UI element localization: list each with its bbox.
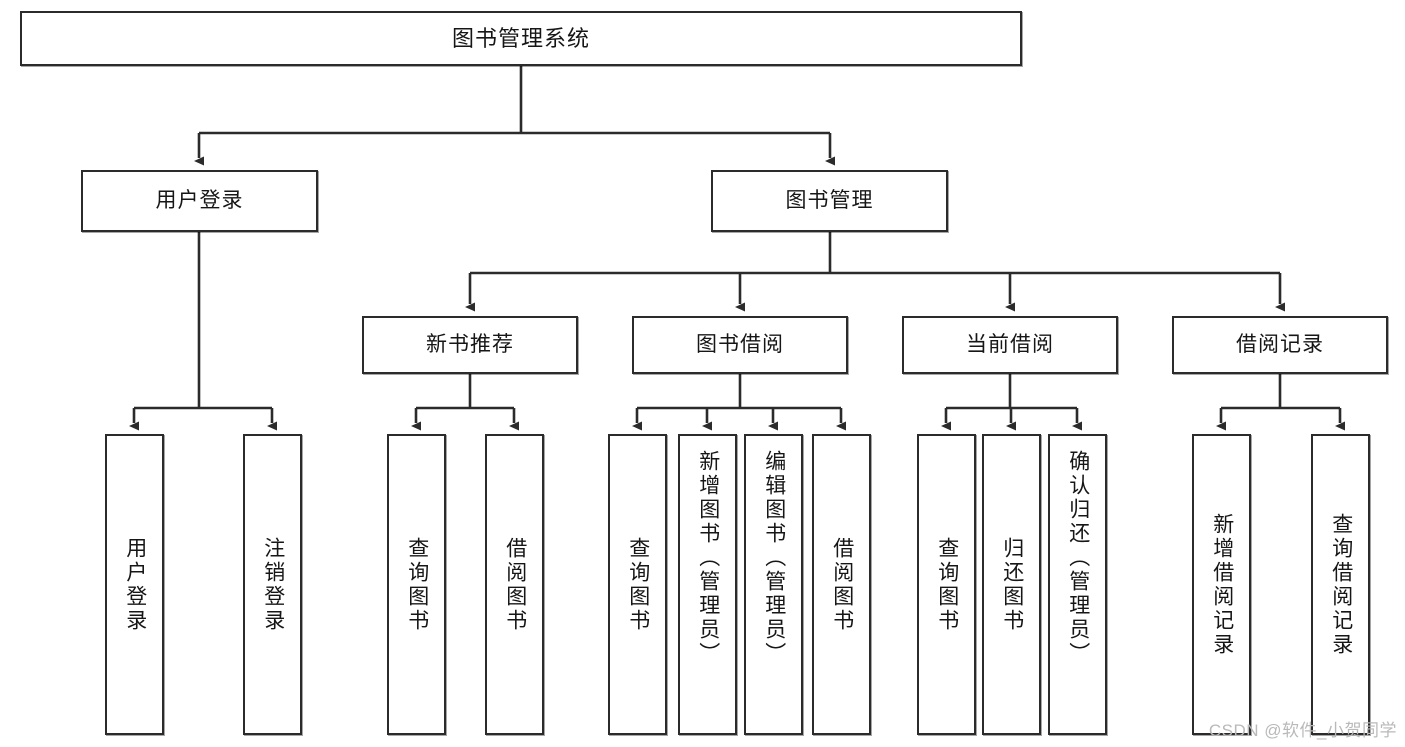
node-book-borrow-label: 图书借阅: [696, 332, 784, 356]
node-leaf-query-borrow-record[interactable]: 查询借阅记录: [1311, 434, 1370, 735]
node-leaf-query-book-current-label: 查询图书: [935, 536, 959, 633]
node-leaf-return-book-label: 归还图书: [1000, 536, 1024, 633]
node-current-borrow[interactable]: 当前借阅: [902, 316, 1118, 374]
node-book-borrow[interactable]: 图书借阅: [632, 316, 848, 374]
node-root[interactable]: 图书管理系统: [20, 11, 1022, 66]
node-leaf-add-book-admin-label: 新增图书（管理员）: [696, 450, 720, 666]
node-leaf-user-login-label: 用户登录: [123, 536, 147, 633]
node-root-label: 图书管理系统: [451, 25, 590, 51]
node-user-login[interactable]: 用户登录: [81, 170, 318, 232]
watermark-text: CSDN @软件_小贺同学: [1208, 721, 1397, 740]
node-leaf-borrow-book-recommend-label: 借阅图书: [503, 536, 527, 633]
node-leaf-logout-login[interactable]: 注销登录: [243, 434, 302, 735]
node-leaf-borrow-book[interactable]: 借阅图书: [812, 434, 871, 735]
node-leaf-query-book-borrow[interactable]: 查询图书: [608, 434, 667, 735]
node-leaf-add-borrow-record-label: 新增借阅记录: [1210, 512, 1234, 657]
node-leaf-confirm-return-admin-label: 确认归还（管理员）: [1066, 450, 1090, 666]
node-leaf-query-book-current[interactable]: 查询图书: [917, 434, 976, 735]
node-leaf-borrow-book-label: 借阅图书: [830, 536, 854, 633]
node-leaf-confirm-return-admin[interactable]: 确认归还（管理员）: [1048, 434, 1107, 735]
node-leaf-return-book[interactable]: 归还图书: [982, 434, 1041, 735]
node-borrow-records-label: 借阅记录: [1236, 332, 1324, 356]
node-new-book-recommend[interactable]: 新书推荐: [362, 316, 578, 374]
node-leaf-user-login[interactable]: 用户登录: [105, 434, 164, 735]
node-user-login-label: 用户登录: [155, 188, 244, 212]
node-leaf-borrow-book-recommend[interactable]: 借阅图书: [485, 434, 544, 735]
node-new-book-recommend-label: 新书推荐: [426, 332, 514, 356]
node-leaf-edit-book-admin[interactable]: 编辑图书（管理员）: [744, 434, 803, 735]
node-leaf-logout-login-label: 注销登录: [261, 536, 285, 633]
node-book-management[interactable]: 图书管理: [711, 170, 948, 232]
node-leaf-query-book-recommend[interactable]: 查询图书: [387, 434, 446, 735]
node-current-borrow-label: 当前借阅: [966, 332, 1054, 356]
node-leaf-query-borrow-record-label: 查询借阅记录: [1329, 512, 1353, 657]
node-book-management-label: 图书管理: [785, 188, 874, 212]
node-leaf-add-borrow-record[interactable]: 新增借阅记录: [1192, 434, 1251, 735]
node-leaf-query-book-borrow-label: 查询图书: [626, 536, 650, 633]
node-borrow-records[interactable]: 借阅记录: [1172, 316, 1388, 374]
node-leaf-add-book-admin[interactable]: 新增图书（管理员）: [678, 434, 737, 735]
node-leaf-edit-book-admin-label: 编辑图书（管理员）: [762, 450, 786, 666]
node-leaf-query-book-recommend-label: 查询图书: [405, 536, 429, 633]
